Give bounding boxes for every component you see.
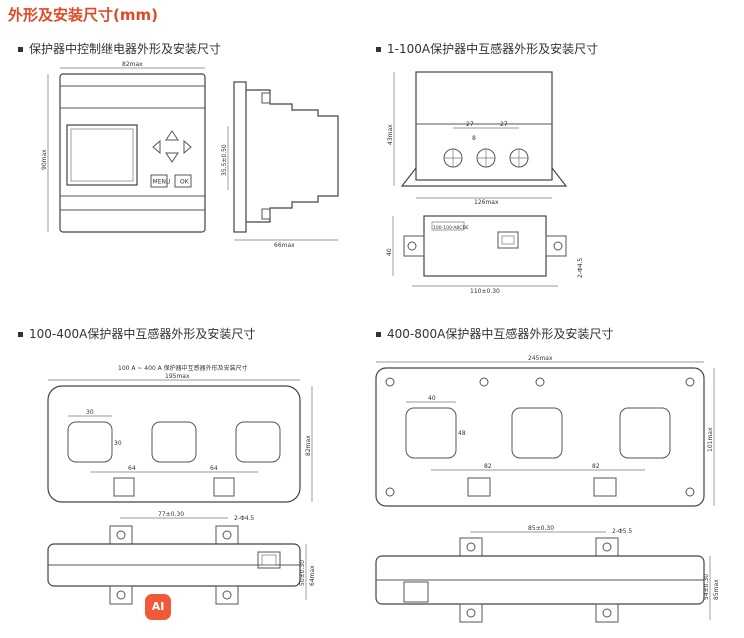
ct100-side-dim: 2-Φ4.5 (577, 258, 584, 278)
ct800-front-view: 245max 40 48 82 82 101max (375, 355, 715, 507)
relay-width-dim: 82max (122, 61, 143, 68)
bullet-icon (18, 47, 23, 52)
relay-front-view: 82max MENU OK 90max (41, 61, 206, 233)
ct800-mount-dim: 85±0.30 (528, 525, 554, 532)
relay-depth-dim: 66max (274, 242, 295, 249)
section-heading-ct800: 400-800A保护器中互感器外形及安装尺寸 (376, 325, 613, 342)
ct100-pitch2: 27 (500, 121, 508, 128)
ct100-hole-dim: 8 (472, 135, 476, 142)
ct400-height-dim: 82max (305, 435, 312, 456)
relay-side-view: 35.5±0.50 66max (221, 81, 339, 249)
ct100-front-view: 100-100-ABCDE 110±0.30 40 2-Φ4.5 (386, 215, 584, 295)
ct800-height-dim: 101max (707, 427, 714, 452)
ct800-d2: 85max (713, 579, 720, 600)
ct100-mount-dim: 110±0.30 (470, 288, 500, 295)
relay-height-dim: 90max (41, 149, 48, 170)
ct800-side-dim: 2-Φ5.5 (612, 528, 632, 535)
ct800-pitch2: 82 (592, 463, 600, 470)
section-heading-ct400: 100-400A保护器中互感器外形及安装尺寸 (18, 325, 255, 342)
ok-button-label: OK (180, 179, 190, 186)
ct400-side-dim: 2-Φ4.5 (234, 515, 254, 522)
bullet-icon (18, 332, 23, 337)
page-title: 外形及安装尺寸(mm) (8, 6, 158, 24)
ct800-window-dim: 40 (428, 395, 436, 402)
ct800-side-view: 85±0.30 2-Φ5.5 54±0.30 85max (375, 525, 720, 623)
ct800-window-h: 48 (458, 430, 466, 437)
relay-rail-dim: 35.5±0.50 (221, 144, 228, 176)
ct400-d1: 50±0.30 (299, 560, 306, 586)
ct100-height-dim: 43max (387, 124, 394, 145)
menu-button-label: MENU (153, 179, 171, 186)
bullet-icon (376, 332, 381, 337)
ct400-window-h: 30 (114, 440, 122, 447)
ct800-width-dim: 245max (528, 355, 553, 362)
ai-badge-icon[interactable]: AI (145, 594, 171, 620)
ct100-small-dim: 40 (386, 248, 393, 256)
ct400-pitch1: 64 (128, 465, 136, 472)
ct400-window-dim: 30 (86, 409, 94, 416)
ct400-mount-dim: 77±0.30 (158, 511, 184, 518)
ct400-caption: 100 A ~ 400 A 保护器中互感器外形及安装尺寸 (118, 364, 248, 372)
ct400-d2: 64max (309, 565, 316, 586)
ct800-pitch1: 82 (484, 463, 492, 470)
ct400-side-view: 77±0.30 2-Φ4.5 50±0.30 64max (47, 511, 316, 605)
ct800-d1: 54±0.30 (703, 574, 710, 600)
ct100-pitch1: 27 (466, 121, 474, 128)
ct400-front-view: 100 A ~ 400 A 保护器中互感器外形及安装尺寸 195max 30 3… (47, 364, 313, 503)
ct100-width-dim: 126max (474, 199, 499, 206)
bullet-icon (376, 47, 381, 52)
section-heading-ct100: 1-100A保护器中互感器外形及安装尺寸 (376, 40, 598, 57)
ct400-width-dim: 195max (165, 373, 190, 380)
ct100-label-box: 100-100-ABCDE (433, 225, 469, 231)
ct400-pitch2: 64 (210, 465, 218, 472)
section-label: 400-800A保护器中互感器外形及安装尺寸 (387, 327, 614, 341)
ct100-top-view: 27 27 8 43max 126max (387, 71, 568, 206)
section-label: 保护器中控制继电器外形及安装尺寸 (29, 42, 222, 56)
section-label: 1-100A保护器中互感器外形及安装尺寸 (387, 42, 599, 56)
section-heading-relay: 保护器中控制继电器外形及安装尺寸 (18, 40, 221, 57)
section-label: 100-400A保护器中互感器外形及安装尺寸 (29, 327, 256, 341)
